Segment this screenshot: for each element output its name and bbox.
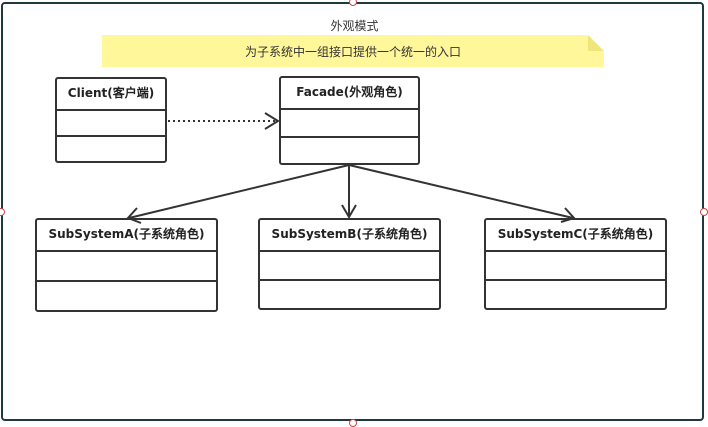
association-b-arrowhead [341, 204, 357, 219]
class-subsystem-a-name: SubSystemA(子系统角色) [37, 220, 216, 252]
association-facade-subsystem-a[interactable] [126, 164, 350, 224]
class-subsystem-a-attributes [37, 252, 216, 282]
class-subsystem-c-name: SubSystemC(子系统角色) [486, 220, 665, 252]
class-facade-name: Facade(外观角色) [281, 78, 418, 110]
association-facade-subsystem-b[interactable] [341, 165, 357, 219]
class-facade[interactable]: Facade(外观角色) [279, 76, 420, 165]
class-subsystem-a[interactable]: SubSystemA(子系统角色) [35, 218, 218, 312]
class-subsystem-b[interactable]: SubSystemB(子系统角色) [258, 218, 441, 310]
association-c-arrowhead [560, 207, 576, 223]
class-subsystem-c[interactable]: SubSystemC(子系统角色) [484, 218, 667, 310]
association-a-arrowhead [126, 207, 142, 224]
dependency-arrowhead [264, 112, 280, 130]
note-fold-corner [588, 35, 604, 51]
association-facade-subsystem-c[interactable] [348, 164, 576, 223]
class-subsystem-b-name: SubSystemB(子系统角色) [260, 220, 439, 252]
dependency-client-facade[interactable] [168, 112, 280, 130]
diagram-title: 外观模式 [330, 19, 379, 33]
note-box[interactable]: 为子系统中一组接口提供一个统一的入口 [102, 35, 604, 67]
class-subsystem-c-attributes [486, 252, 665, 281]
class-client-name: Client(客户端) [57, 79, 165, 111]
class-client-attributes [57, 111, 165, 137]
frame-handle-left[interactable] [0, 208, 5, 216]
class-subsystem-b-attributes [260, 252, 439, 281]
frame-handle-top[interactable] [349, 0, 357, 6]
note-text: 为子系统中一组接口提供一个统一的入口 [244, 45, 461, 59]
class-facade-attributes [281, 110, 418, 138]
class-client[interactable]: Client(客户端) [55, 77, 167, 163]
